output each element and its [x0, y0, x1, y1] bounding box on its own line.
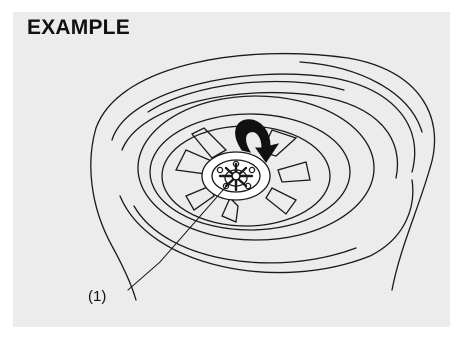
- wheel-spoke: [278, 162, 310, 182]
- wheel-spoke: [266, 188, 296, 214]
- tread-line: [300, 62, 422, 132]
- wing-nut-center: [232, 172, 240, 180]
- tire-sidewall-bottom: [120, 180, 413, 273]
- wheel-spoke: [192, 128, 226, 158]
- tire-outer-left: [91, 128, 136, 300]
- callout-label-1: (1): [88, 288, 106, 305]
- wheel-spoke: [222, 198, 238, 222]
